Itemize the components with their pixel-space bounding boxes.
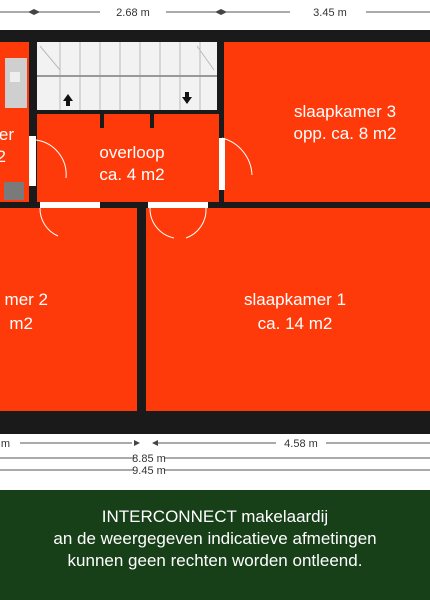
wall-tick (150, 114, 154, 128)
dim-top-right: 3.45 m (313, 7, 347, 19)
label-left-room-name: er (0, 125, 14, 144)
dim-bottom-total: 9.45 m (132, 465, 166, 477)
room-slaapkamer-3 (224, 42, 430, 202)
footer-company: INTERCONNECT makelaardij (101, 507, 329, 526)
room-overloop (37, 114, 219, 202)
door-slaapkamer-2 (39, 202, 100, 237)
floor-plan: 2.68 m 3.45 m (0, 7, 430, 477)
bottom-dimension-lines: 0 m 4.58 m 8.85 m 9.45 m (0, 438, 430, 477)
label-slaapkamer2-area: m2 (9, 314, 33, 333)
boiler-detail (10, 72, 20, 82)
label-slaapkamer2-name: mer 2 (5, 290, 48, 309)
top-dimension-line: 2.68 m 3.45 m (0, 7, 430, 19)
room-slaapkamer-2 (0, 208, 137, 411)
label-slaapkamer1-area: ca. 14 m2 (258, 314, 333, 333)
wall-tick (100, 114, 104, 128)
label-left-room-area: 2 (0, 147, 6, 166)
door-left-room (29, 136, 67, 186)
door-slaapkamer-1 (148, 202, 208, 239)
disclaimer-footer: INTERCONNECT makelaardij an de weergegev… (0, 490, 430, 600)
room-slaapkamer-1 (146, 208, 430, 411)
footer-disclaimer-line: an de weergegeven indicatieve afmetingen (53, 529, 377, 548)
dim-bottom-right: 4.58 m (284, 438, 318, 450)
arrow-down-icon (182, 92, 192, 104)
fixture-box (4, 182, 24, 200)
dim-bottom-left: 0 m (0, 438, 10, 450)
boiler-unit (5, 58, 27, 108)
label-slaapkamer3-name: slaapkamer 3 (294, 102, 396, 121)
arrow-up-icon (63, 94, 73, 106)
dim-top-left: 2.68 m (116, 7, 150, 19)
footer-disclaimer-line: kunnen geen rechten worden ontleend. (67, 551, 363, 570)
label-slaapkamer3-area: opp. ca. 8 m2 (293, 124, 396, 143)
staircase (37, 42, 217, 110)
label-overloop-name: overloop (99, 143, 164, 162)
label-overloop-area: ca. 4 m2 (99, 165, 164, 184)
dim-bottom-mid: 8.85 m (132, 453, 166, 465)
label-slaapkamer1-name: slaapkamer 1 (244, 290, 346, 309)
door-overloop-right (219, 137, 253, 190)
